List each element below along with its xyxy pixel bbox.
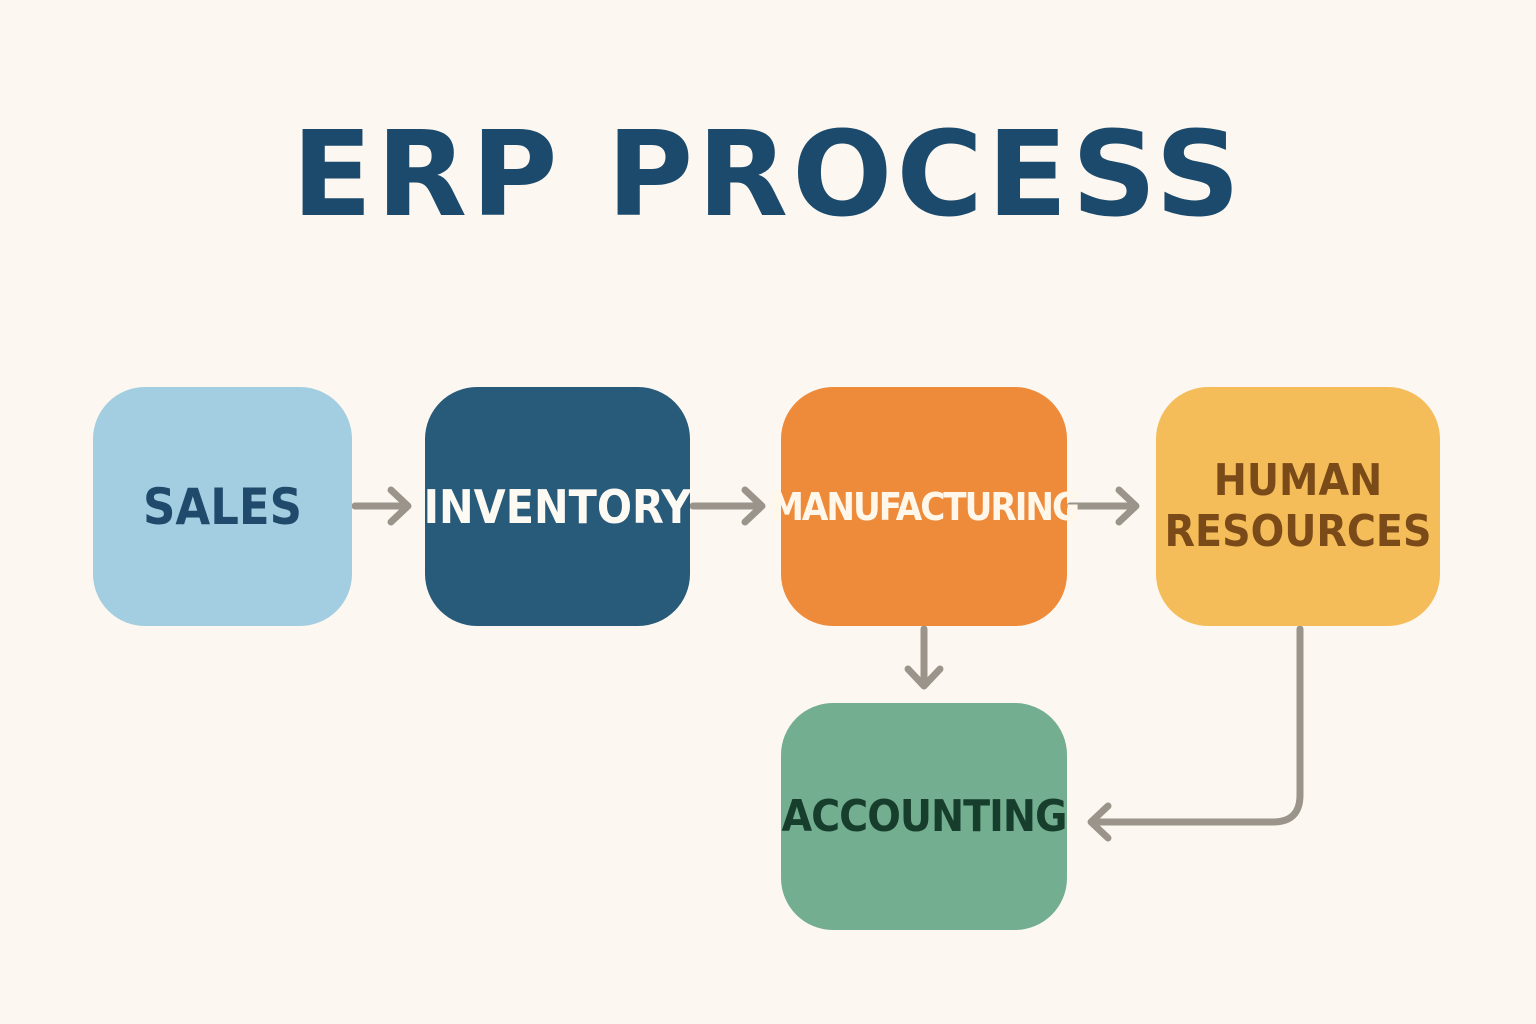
arrow-sales-to-inventory [351,486,412,526]
node-human-resources: HUMAN RESOURCES [1156,387,1440,626]
arrow-inventory-to-manufacturing [689,486,766,526]
node-accounting-label: ACCOUNTING [781,791,1068,842]
node-sales-label: SALES [142,477,302,536]
diagram-title: ERP PROCESS [291,105,1245,243]
node-accounting: ACCOUNTING [781,703,1067,930]
node-human-resources-label-line2: RESOURCES [1164,505,1432,557]
node-sales: SALES [93,387,352,626]
arrow-human-resources-to-accounting [1087,625,1304,842]
arrow-manufacturing-to-human-resources [1066,486,1140,526]
node-manufacturing-label: MANUFACTURING [769,484,1080,529]
arrow-manufacturing-to-accounting [904,625,944,690]
node-human-resources-label-line1: HUMAN [1213,454,1383,506]
node-manufacturing: MANUFACTURING [770,387,1080,626]
node-inventory-label: INVENTORY [423,479,692,534]
node-inventory: INVENTORY [423,387,692,626]
